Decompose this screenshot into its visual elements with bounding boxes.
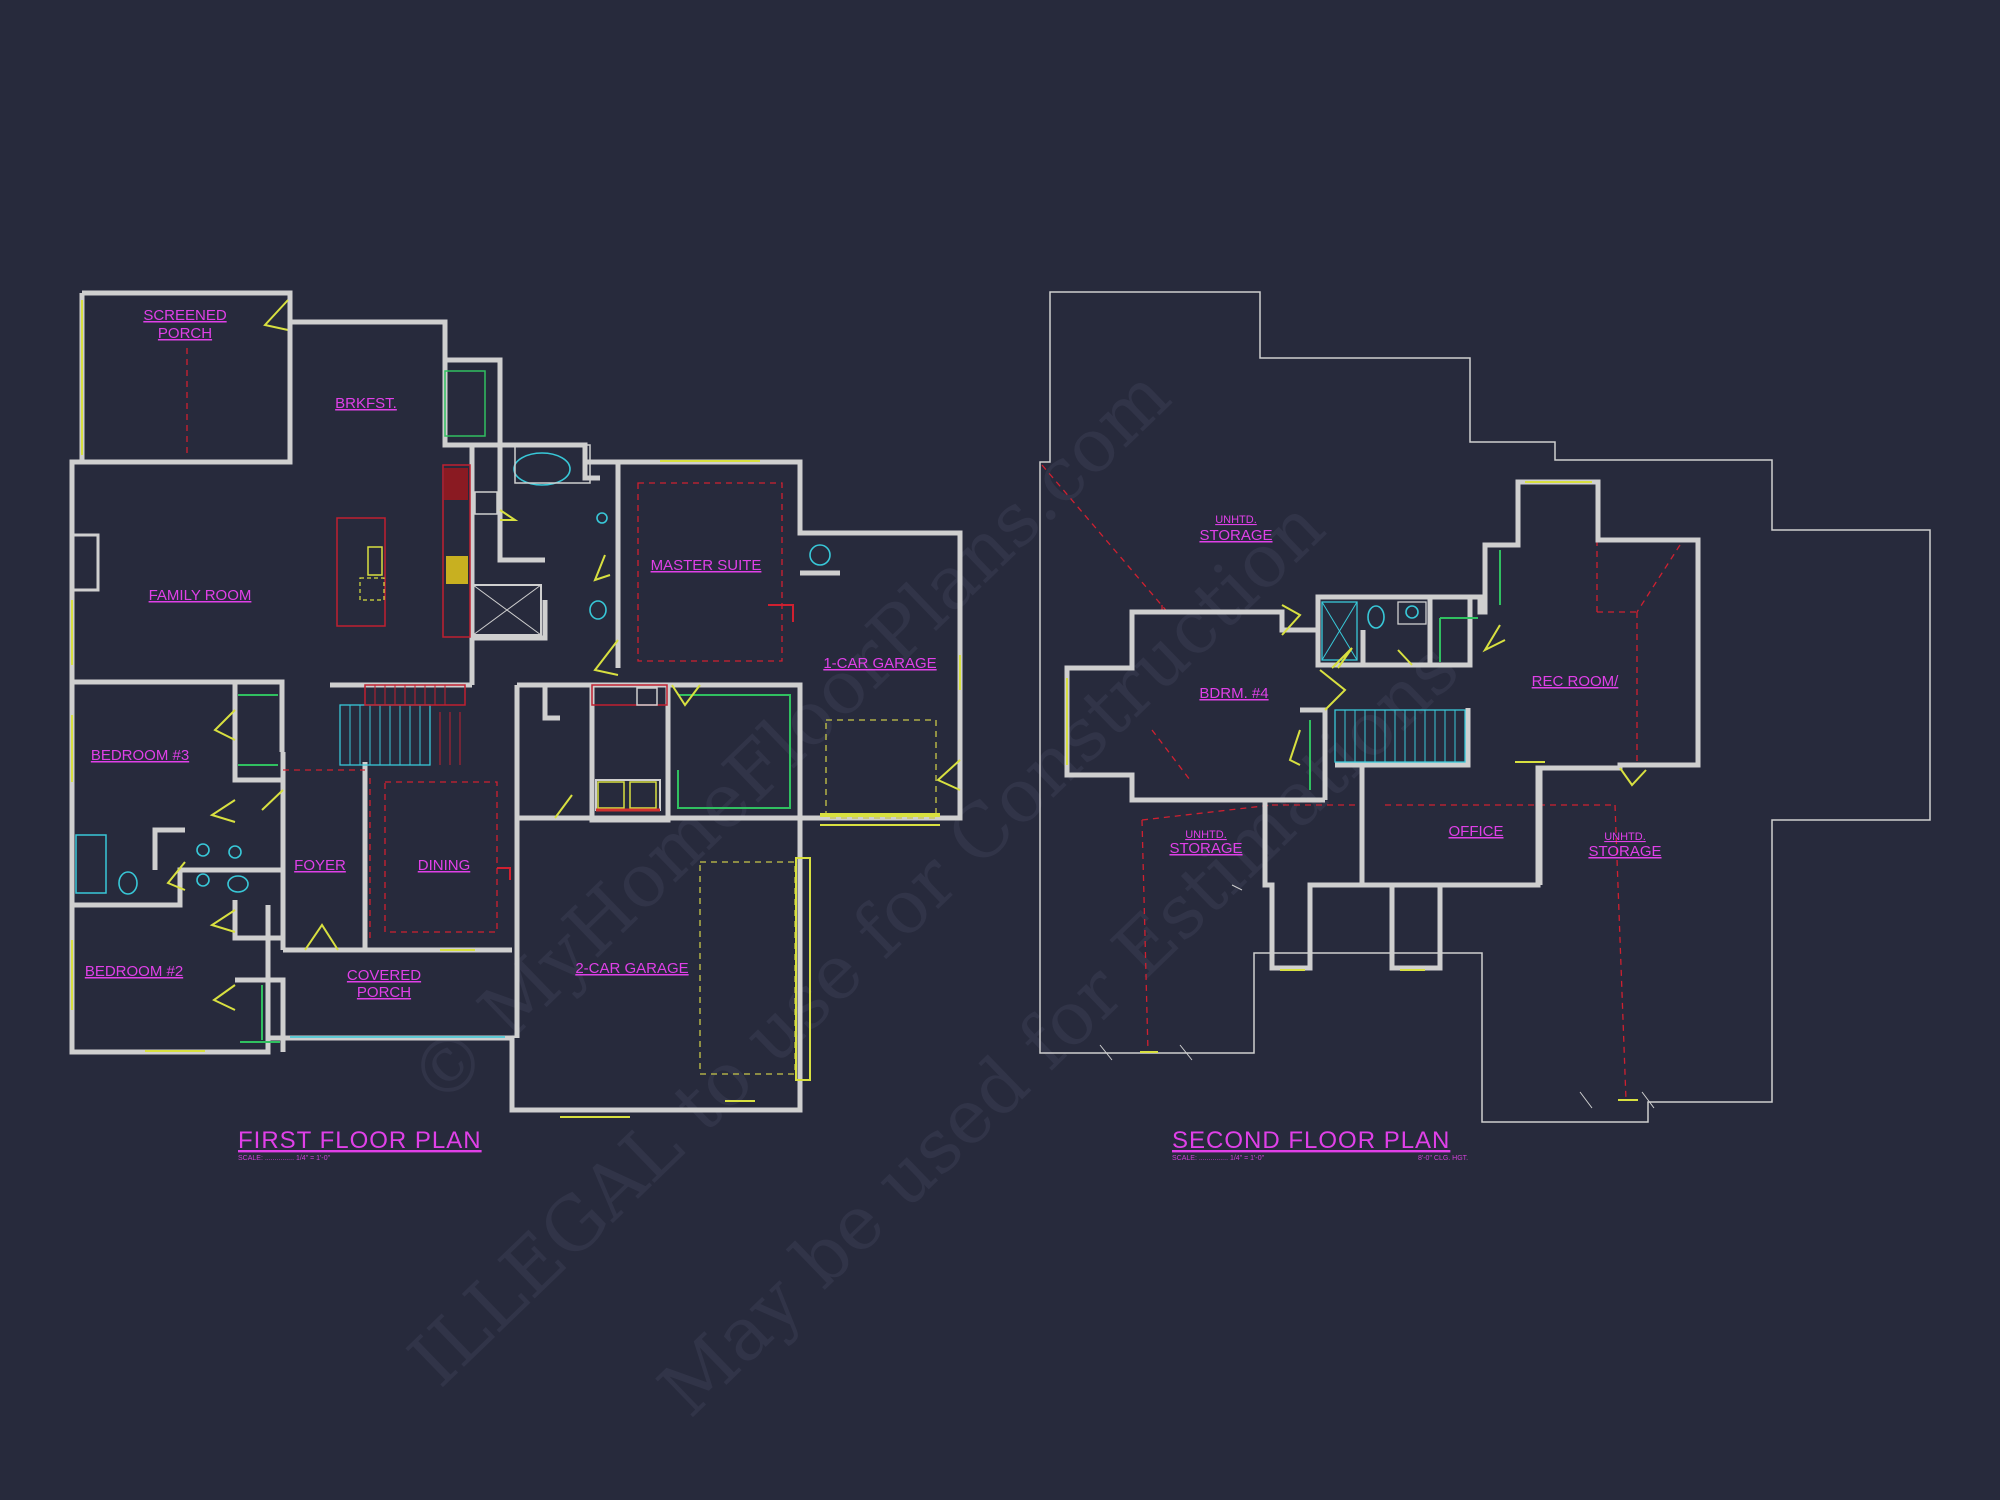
second-floor-title: SECOND FLOOR PLAN: [1172, 1127, 1450, 1154]
room-label-bedroom-3: BEDROOM #3: [91, 747, 189, 764]
first-floor-scale-note: SCALE: ............... 1/4" = 1'-0": [238, 1155, 331, 1162]
room-label-unhtd-storage-top-2: STORAGE: [1199, 527, 1272, 544]
first-floor-plan: SCREENED PORCH BRKFST. FAMILY ROOM MASTE…: [69, 290, 963, 1162]
room-label-unhtd-storage-right-2: STORAGE: [1588, 843, 1661, 860]
room-label-unhtd-storage-left-2: STORAGE: [1169, 840, 1242, 857]
second-floor-openings: [1066, 481, 1655, 1109]
room-label-screened-porch: SCREENED: [143, 307, 227, 324]
roof-hip-lines: [1041, 464, 1681, 1101]
foyer-dining-details: [283, 769, 511, 1038]
second-floor-ceiling-note: 8'-0" CLG. HGT.: [1418, 1155, 1468, 1162]
laundry-area: [591, 684, 791, 812]
room-label-covered-porch-2: PORCH: [357, 984, 411, 1001]
first-floor-stair: [339, 684, 466, 766]
room-label-two-car-garage: 2-CAR GARAGE: [575, 960, 688, 977]
room-label-bdrm-4: BDRM. #4: [1199, 685, 1268, 702]
second-floor-interior-walls: [1265, 545, 1543, 888]
first-floor-title: FIRST FLOOR PLAN: [238, 1127, 482, 1154]
garage-details: [554, 544, 961, 1118]
room-label-dining: DINING: [418, 857, 471, 874]
room-label-covered-porch: COVERED: [347, 967, 421, 984]
room-label-one-car-garage: 1-CAR GARAGE: [823, 655, 936, 672]
second-floor-room-labels: UNHTD. STORAGE BDRM. #4 REC ROOM/ UNHTD.…: [1169, 514, 1661, 860]
room-label-rec-room: REC ROOM/: [1532, 673, 1620, 690]
room-label-unhtd-storage-left: UNHTD.: [1185, 829, 1227, 841]
room-label-family-room: FAMILY ROOM: [149, 587, 252, 604]
master-suite-details: [593, 460, 794, 676]
first-floor-room-labels: SCREENED PORCH BRKFST. FAMILY ROOM MASTE…: [85, 307, 937, 1001]
room-label-master-suite: MASTER SUITE: [651, 557, 762, 574]
room-label-unhtd-storage-top: UNHTD.: [1215, 514, 1257, 526]
room-label-unhtd-storage-right: UNHTD.: [1604, 831, 1646, 843]
second-floor-plan: UNHTD. STORAGE BDRM. #4 REC ROOM/ UNHTD.…: [1039, 291, 1931, 1162]
kitchen-fixtures: [72, 370, 486, 638]
second-floor-scale-note: SCALE: ............... 1/4" = 1'-0": [1172, 1155, 1265, 1162]
room-label-office: OFFICE: [1449, 823, 1504, 840]
bedroom-wing-details: [71, 600, 284, 1052]
room-label-foyer: FOYER: [294, 857, 346, 874]
master-bath-fixtures: [472, 444, 611, 636]
room-label-brkfst: BRKFST.: [335, 395, 397, 412]
second-floor-stair: [1334, 709, 1466, 763]
room-label-screened-porch-2: PORCH: [158, 325, 212, 342]
watermark: © MyHomeFloorPlans.com ILLEGAL to use fo…: [393, 352, 1476, 1433]
roof-outline: [1039, 291, 1931, 1123]
room-label-bedroom-2: BEDROOM #2: [85, 963, 183, 980]
